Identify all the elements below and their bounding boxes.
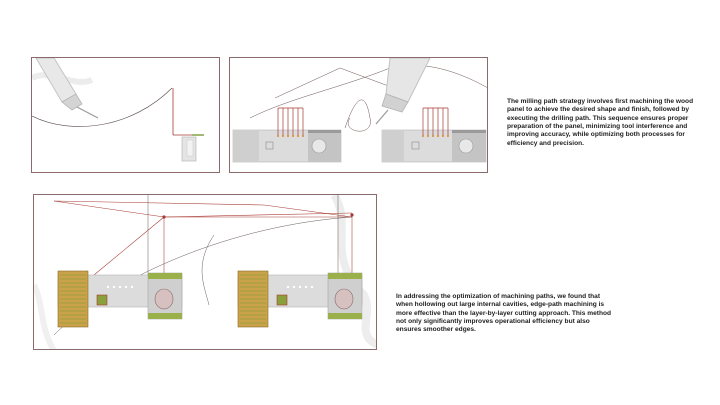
wood-panel-right <box>237 270 363 328</box>
wood-panel-icon <box>181 136 197 162</box>
wood-panel-left <box>57 270 183 328</box>
figure-cavity-path <box>33 194 377 350</box>
spindle-approach-drawing <box>32 58 204 162</box>
wood-panel-right <box>381 107 487 163</box>
spindle-drill-icon <box>375 58 431 125</box>
cavity-path-drawing <box>34 195 376 349</box>
spindle-drill-icon <box>35 58 99 119</box>
figure-drilling-path <box>229 57 488 173</box>
figure-spindle-approach <box>31 57 220 173</box>
drilling-path-drawing <box>232 58 487 163</box>
caption-path-optimization: In addressing the optimization of machin… <box>396 293 612 334</box>
caption-milling-strategy: The milling path strategy involves first… <box>507 98 694 147</box>
wood-panel-left <box>232 107 342 163</box>
